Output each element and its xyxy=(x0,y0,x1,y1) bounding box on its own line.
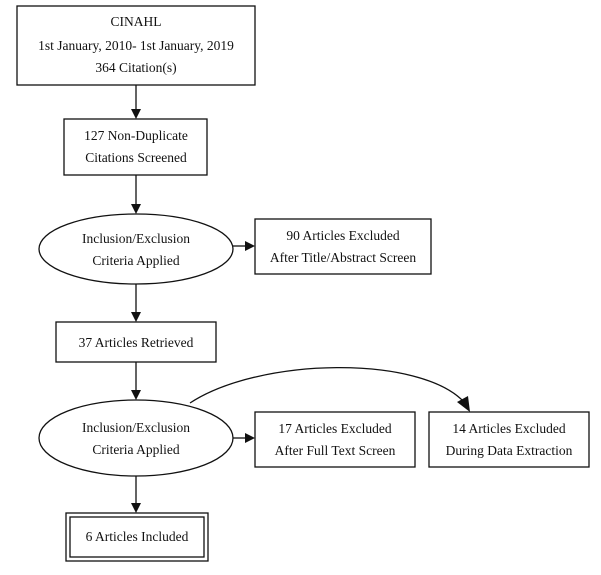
node-excluded-data-extraction-line2: During Data Extraction xyxy=(446,443,573,458)
node-excluded-title-abstract: 90 Articles Excluded After Title/Abstrac… xyxy=(254,218,432,275)
edge-criteria-1-to-excluded-title-abstract xyxy=(233,241,255,251)
node-source: CINAHL 1st January, 2010- 1st January, 2… xyxy=(16,5,256,86)
node-excluded-full-text-line1: 17 Articles Excluded xyxy=(278,421,391,436)
node-criteria-2-line2: Criteria Applied xyxy=(92,442,180,457)
edge-retrieved-to-criteria-2 xyxy=(131,362,141,400)
node-screened-line1: 127 Non-Duplicate xyxy=(84,128,188,143)
edge-screened-to-criteria-1 xyxy=(131,175,141,214)
edge-criteria-2-to-excluded-full-text xyxy=(233,433,255,443)
node-criteria-1-line1: Inclusion/Exclusion xyxy=(82,231,190,246)
edge-criteria-1-to-retrieved xyxy=(131,284,141,322)
node-excluded-data-extraction: 14 Articles Excluded During Data Extract… xyxy=(428,411,590,468)
node-criteria-2-line1: Inclusion/Exclusion xyxy=(82,420,190,435)
node-criteria-2: Inclusion/Exclusion Criteria Applied xyxy=(38,399,234,477)
node-retrieved-line1: 37 Articles Retrieved xyxy=(79,335,194,350)
edge-criteria-2-to-included xyxy=(131,476,141,513)
node-excluded-title-abstract-line1: 90 Articles Excluded xyxy=(286,228,399,243)
node-source-line1: CINAHL xyxy=(111,14,162,29)
node-criteria-1: Inclusion/Exclusion Criteria Applied xyxy=(38,213,234,285)
node-excluded-full-text: 17 Articles Excluded After Full Text Scr… xyxy=(254,411,416,468)
edge-criteria-2-to-excluded-data-extraction xyxy=(189,366,470,412)
node-excluded-title-abstract-line2: After Title/Abstract Screen xyxy=(270,250,416,265)
node-included-line1: 6 Articles Included xyxy=(86,529,189,544)
node-screened: 127 Non-Duplicate Citations Screened xyxy=(63,118,208,176)
node-excluded-data-extraction-line1: 14 Articles Excluded xyxy=(452,421,565,436)
node-screened-line2: Citations Screened xyxy=(85,150,187,165)
node-criteria-1-line2: Criteria Applied xyxy=(92,253,180,268)
edge-source-to-screened xyxy=(131,85,141,119)
node-excluded-full-text-line2: After Full Text Screen xyxy=(275,443,396,458)
node-source-line3: 364 Citation(s) xyxy=(95,60,176,75)
node-included: 6 Articles Included xyxy=(65,512,209,562)
node-retrieved: 37 Articles Retrieved xyxy=(55,321,217,363)
node-source-line2: 1st January, 2010- 1st January, 2019 xyxy=(38,38,234,53)
